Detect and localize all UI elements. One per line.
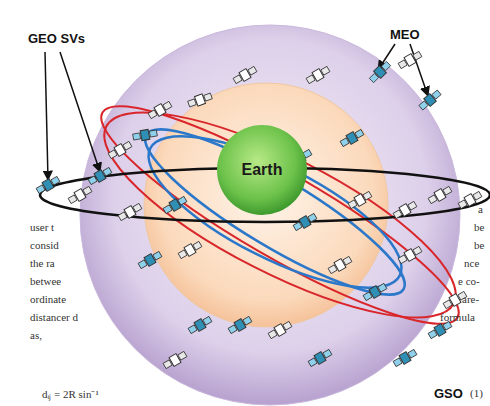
- paper-text: consid: [30, 240, 59, 251]
- paper-text: be: [474, 240, 484, 251]
- satellite-icon: [392, 348, 418, 369]
- earth-circle: Earth: [216, 124, 308, 216]
- paper-text: the ra: [30, 258, 55, 269]
- equation-number: (1): [470, 388, 483, 399]
- paper-text: betwee: [30, 276, 61, 287]
- satellite-icon: [177, 240, 203, 261]
- satellite-icon: [162, 195, 188, 216]
- satellite-icon: [35, 175, 61, 196]
- satellite-icon: [87, 166, 113, 187]
- satellite-icon: [392, 200, 418, 221]
- constellation-label: GEO SVs: [28, 32, 85, 45]
- satellite-icon: [307, 348, 333, 369]
- satellite-icon: [227, 315, 253, 336]
- satellite-icon: [267, 320, 293, 341]
- paper-text: are-: [462, 294, 479, 305]
- satellite-icon: [368, 60, 392, 84]
- satellite-icon: [107, 140, 133, 161]
- paper-text: e co-: [458, 276, 480, 287]
- satellite-icon: [362, 282, 388, 303]
- satellite-icon: [232, 65, 258, 86]
- inner-sphere: [144, 83, 388, 327]
- paper-text: as,: [30, 330, 42, 341]
- satellite-icon: [427, 185, 453, 206]
- paper-text: formula: [440, 312, 475, 323]
- constellation-label: GSO: [432, 386, 465, 401]
- satellite-icon: [347, 190, 373, 211]
- paper-text: be: [474, 222, 484, 233]
- satellite-icon: [339, 128, 365, 149]
- satellites: [35, 50, 483, 371]
- paper-text: ordinate: [30, 294, 66, 305]
- orbits: [40, 75, 490, 355]
- paper-text: distancer d: [30, 312, 78, 323]
- constellation-label: MEO: [390, 28, 420, 41]
- satellite-icon: [162, 350, 188, 371]
- satellite-icon: [67, 185, 93, 206]
- satellite-icon: [305, 65, 331, 86]
- satellite-icon: [397, 50, 423, 71]
- satellite-icon: [418, 88, 443, 111]
- satellite-icon: [187, 315, 213, 336]
- node-text: Earth: [242, 161, 283, 179]
- formula-text: dᵢⱼ = 2R sin⁻¹: [40, 388, 101, 401]
- satellite-icon: [327, 255, 353, 276]
- satellite-icon: [137, 250, 163, 271]
- satellite-icon: [132, 128, 157, 142]
- satellite-icon: [292, 212, 318, 233]
- satellite-icon: [397, 245, 423, 266]
- meo-sphere: [80, 25, 460, 405]
- paper-text: nce: [464, 258, 479, 269]
- paper-text: a: [478, 204, 483, 215]
- paper-text: user t: [30, 222, 54, 233]
- satellite-icon: [187, 91, 213, 109]
- satellite-icon: [117, 202, 143, 223]
- satellite-icon: [147, 100, 173, 121]
